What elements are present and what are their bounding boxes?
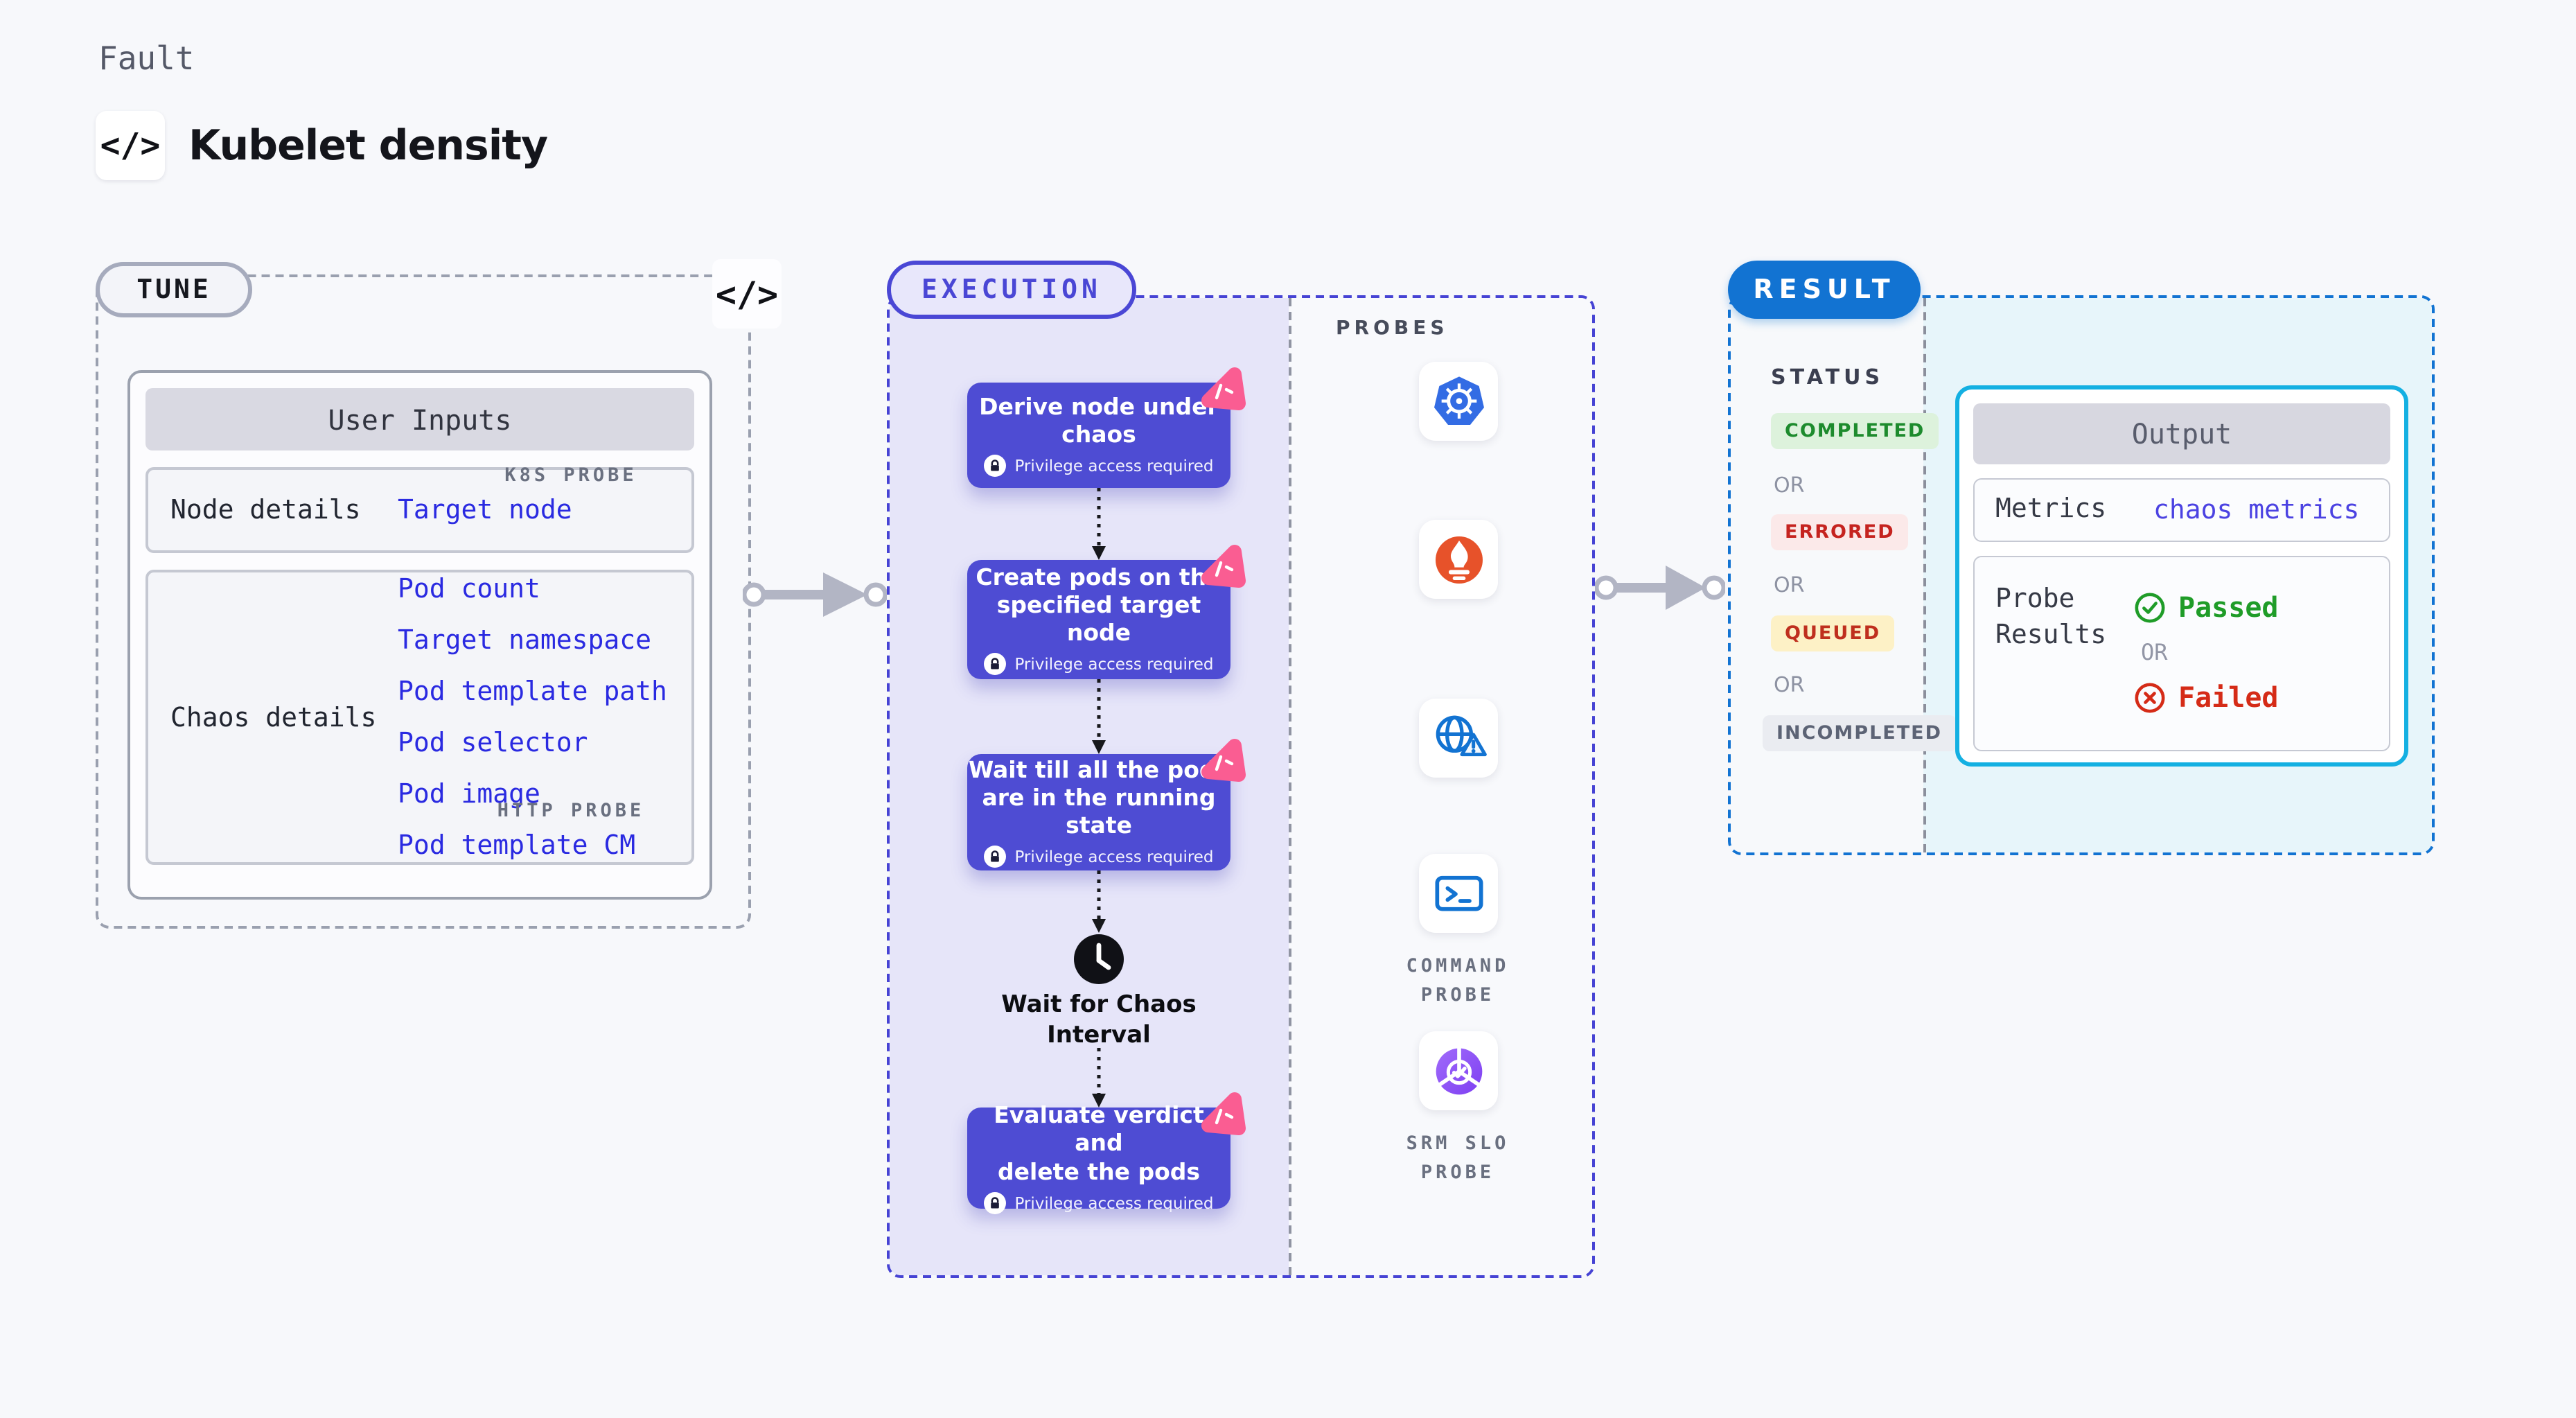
code-icon-glyph: </> xyxy=(100,126,161,165)
probe-card-prometheus xyxy=(1419,520,1498,599)
execution-section-box: Derive node under chaos Privilege access… xyxy=(887,295,1595,1278)
link-pod-image[interactable]: Pod image xyxy=(398,779,540,809)
link-target-namespace[interactable]: Target namespace xyxy=(398,625,652,656)
lock-icon xyxy=(984,846,1007,868)
privilege-note: Privilege access required xyxy=(984,1191,1214,1214)
link-pod-selector[interactable]: Pod selector xyxy=(398,728,588,758)
step-derive-node: Derive node under chaos Privilege access… xyxy=(967,367,1246,488)
step-create-pods: Create pods on the specified target node… xyxy=(967,545,1246,679)
status-output-divider xyxy=(1923,298,1926,852)
step-title: Derive node under chaos xyxy=(979,393,1219,448)
flow-arrow-execution-to-result xyxy=(1595,566,1725,610)
probe-label-command: COMMAND PROBE xyxy=(1406,955,1510,1006)
x-circle-icon xyxy=(2135,682,2165,712)
probes-label: PROBES xyxy=(1336,317,1449,340)
check-circle-icon xyxy=(2135,592,2165,622)
failed-label: Failed xyxy=(2178,681,2279,714)
lock-icon xyxy=(984,455,1007,478)
step-evaluate-verdict: Evaluate verdict and delete the pods Pri… xyxy=(967,1092,1246,1214)
litmus-chaos-icon xyxy=(1201,545,1246,588)
user-inputs-header: User Inputs xyxy=(145,388,694,450)
or-separator: OR xyxy=(1774,473,1805,498)
http-globe-warning-icon xyxy=(1435,715,1486,756)
status-badge-incompleted: INCOMPLETED xyxy=(1763,715,1956,751)
probe-card-srm-slo xyxy=(1419,1031,1498,1110)
flow-arrow-tune-to-execution xyxy=(743,572,887,617)
probe-card-k8s xyxy=(1419,362,1498,441)
passed-label: Passed xyxy=(2178,590,2279,624)
status-badge-queued: QUEUED xyxy=(1771,615,1895,651)
status-badge-completed: COMPLETED xyxy=(1771,413,1939,449)
probe-card-command xyxy=(1419,854,1498,933)
execution-probes-divider xyxy=(1289,298,1291,1275)
table-row-chaos-details: Chaos details Pod count Target namespace… xyxy=(145,570,694,865)
step-title: Wait till all the pods are in the runnin… xyxy=(968,756,1230,839)
status-badge-errored: ERRORED xyxy=(1771,514,1909,550)
step-title: Evaluate verdict and delete the pods xyxy=(994,1102,1204,1185)
step-connector-arrow xyxy=(1092,679,1106,754)
code-icon: </> xyxy=(96,111,165,180)
wait-for-chaos-interval-label: Wait for Chaos Interval xyxy=(1001,991,1197,1050)
output-header: Output xyxy=(1973,403,2390,464)
probe-results-label: Probe Results xyxy=(1995,584,2107,650)
page-title: Kubelet density xyxy=(188,122,548,170)
litmus-chaos-icon xyxy=(1201,739,1246,782)
output-row-metrics: Metrics chaos metrics xyxy=(1973,478,2390,542)
step-title: Create pods on the specified target node xyxy=(976,563,1222,647)
metrics-label: Metrics xyxy=(1995,493,2107,525)
or-separator: OR xyxy=(1774,672,1805,697)
status-label: STATUS xyxy=(1771,365,1885,389)
link-target-node[interactable]: Target node xyxy=(398,495,572,525)
step-wait-pods-running: Wait till all the pods are in the runnin… xyxy=(967,739,1246,870)
probe-label-http: HTTP PROBE xyxy=(497,800,645,822)
link-pod-count[interactable]: Pod count xyxy=(398,574,540,604)
link-pod-template-path[interactable]: Pod template path xyxy=(398,676,667,707)
privilege-note: Privilege access required xyxy=(984,653,1214,676)
fault-eyebrow: Fault xyxy=(98,42,195,78)
tune-badge: TUNE xyxy=(96,262,252,317)
or-separator: OR xyxy=(1774,572,1805,597)
metrics-value: chaos metrics xyxy=(2153,495,2360,525)
litmus-chaos-icon xyxy=(1201,1092,1246,1135)
step-connector-arrow xyxy=(1092,488,1106,560)
output-row-probe-results: Probe Results Passed OR Faile xyxy=(1973,556,2390,751)
step-connector-arrow xyxy=(1092,870,1106,933)
verdict-passed: Passed xyxy=(2134,590,2279,624)
step-connector-arrow xyxy=(1092,1048,1106,1108)
probe-label-k8s: K8S PROBE xyxy=(504,464,637,487)
status-area xyxy=(1731,298,1923,852)
or-separator: OR xyxy=(2141,639,2168,665)
srm-slo-icon xyxy=(1435,1047,1482,1094)
prometheus-icon xyxy=(1435,536,1482,583)
row-label: Node details xyxy=(170,495,361,525)
probe-label-srm-slo: SRM SLO PROBE xyxy=(1406,1132,1510,1184)
output-table: Output Metrics chaos metrics Probe Resul… xyxy=(1955,385,2408,767)
litmus-chaos-icon xyxy=(1201,367,1246,410)
user-inputs-table: User Inputs Node details Target node Cha… xyxy=(127,370,712,900)
execution-badge: EXECUTION xyxy=(887,261,1136,319)
clock-icon xyxy=(1074,934,1124,984)
kubernetes-icon xyxy=(1433,376,1483,424)
verdict-failed: Failed xyxy=(2134,681,2279,714)
row-label: Chaos details xyxy=(170,702,377,733)
tune-code-icon: </> xyxy=(712,259,782,329)
link-pod-template-cm[interactable]: Pod template CM xyxy=(398,830,636,861)
lock-icon xyxy=(984,1191,1007,1214)
lock-icon xyxy=(984,653,1007,676)
table-row-node-details: Node details Target node xyxy=(145,467,694,553)
privilege-note: Privilege access required xyxy=(984,846,1214,868)
result-badge: RESULT xyxy=(1728,261,1921,319)
probe-card-http xyxy=(1419,699,1498,778)
probes-area xyxy=(1289,298,1592,1275)
terminal-icon xyxy=(1434,875,1483,911)
privilege-note: Privilege access required xyxy=(984,455,1214,478)
